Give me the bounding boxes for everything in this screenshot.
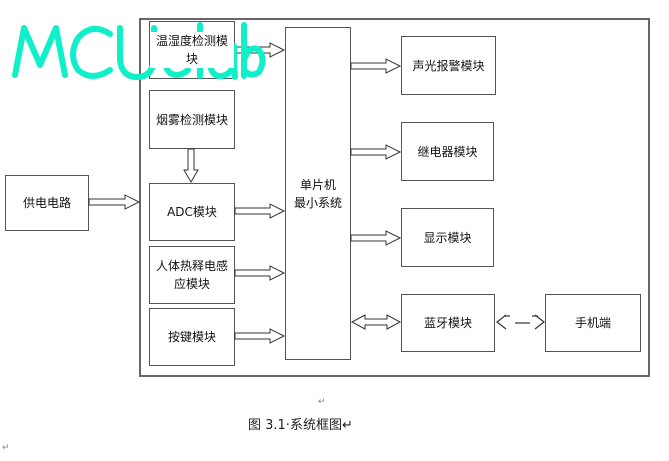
keys-module: 按键模块: [149, 308, 235, 366]
display-module: 显示模块: [401, 208, 494, 267]
arrow-mcu-to-alarm: [350, 58, 402, 74]
arrow-keys-to-mcu: [234, 328, 286, 344]
paragraph-mark: ↵: [318, 397, 326, 407]
system-boundary: [139, 18, 650, 377]
mcu-minimum-system: 单片机 最小系统: [285, 27, 351, 360]
bluetooth-module: 蓝牙模块: [401, 294, 495, 352]
arrow-mcu-bluetooth-bidirectional: [350, 314, 402, 330]
pir-module: 人体热释电感应模块: [149, 246, 235, 304]
adc-module: ADC模块: [149, 183, 235, 241]
temp-humidity-label: 温湿度检测模块: [150, 32, 234, 68]
power-supply-circuit: 供电电路: [5, 175, 89, 231]
arrow-temp-to-mcu: [234, 42, 286, 58]
relay-module: 继电器模块: [401, 122, 494, 181]
arrow-mcu-to-relay: [350, 144, 402, 160]
phone-terminal: 手机端: [545, 294, 641, 352]
figure-caption: 图 3.1·系统框图↵: [248, 418, 353, 433]
paragraph-mark: ↵: [2, 443, 10, 453]
arrow-power-to-system: [88, 194, 141, 210]
alarm-module: 声光报警模块: [401, 36, 496, 95]
arrow-pir-to-mcu: [234, 265, 286, 281]
arrow-bluetooth-phone-wireless: [496, 314, 545, 330]
arrow-mcu-to-display: [350, 230, 402, 246]
arrow-adc-to-mcu: [234, 203, 286, 219]
smoke-module: 烟雾检测模块: [149, 90, 235, 149]
arrow-smoke-to-adc: [183, 148, 199, 183]
